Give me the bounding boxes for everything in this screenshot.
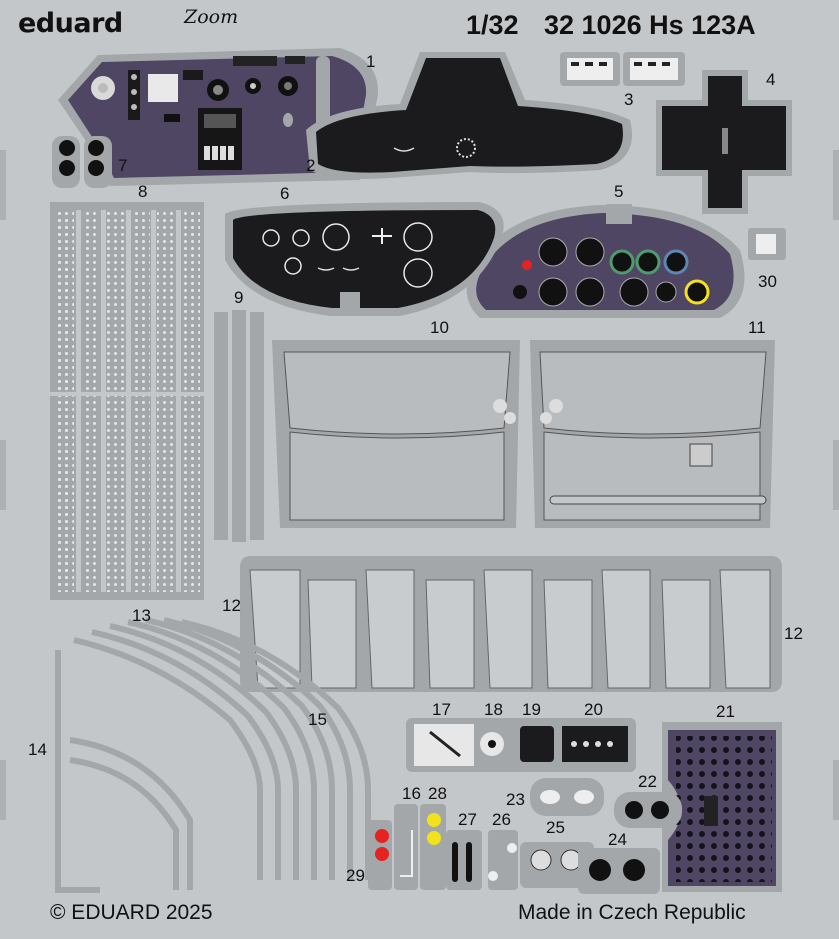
part-label: 3 [624,90,634,109]
part-label: 8 [138,182,148,201]
part-1-instrument-panel [58,48,379,186]
part-7-knobs [52,136,112,188]
part-label: 2 [306,156,316,175]
part-label: 25 [546,818,565,837]
part-label: 21 [716,702,735,721]
part-21-perforated-plate [662,722,782,892]
parts-17-20-small-panels [406,718,636,772]
part-5-instrument-panel [466,204,745,318]
part-label: 23 [506,790,525,809]
parts-13-15-curved-frames [55,617,371,893]
part-label: 18 [484,700,503,719]
part-label: 14 [28,740,47,759]
part-label: 15 [308,710,327,729]
origin-text: Made in Czech Republic [518,901,746,924]
part-4-cross-panel [656,70,792,214]
part-label: 24 [608,830,627,849]
copyright-text: © EDUARD 2025 [50,901,213,924]
part-label: 29 [346,866,365,885]
part-label: 17 [432,700,451,719]
part-label: 6 [280,184,290,203]
part-2-black-panel [306,52,632,179]
part-label: 28 [428,784,447,803]
frame-tabs [0,150,839,820]
part-label: 5 [614,182,624,201]
part-label: 1 [366,52,376,71]
part-3-switch-plates [560,52,685,86]
scale-label: 1/32 [466,10,519,40]
part-label: 30 [758,272,777,291]
product-code: 32 1026 Hs 123A [544,10,756,40]
part-label: 10 [430,318,449,337]
part-label: 12 [784,624,803,643]
part-label: 19 [522,700,541,719]
part-8-perforated-strips [50,202,204,600]
part-label: 27 [458,810,477,829]
brand-logo: eduard [18,8,123,39]
parts-10-11-large-panels [272,340,775,528]
part-label: 26 [492,810,511,829]
part-label: 9 [234,288,244,307]
part-label: 13 [132,606,151,625]
parts-22-30-small-items [368,228,786,894]
part-label: 11 [748,318,766,337]
part-label: 7 [118,156,128,175]
part-9-strips [214,310,264,542]
part-label: 4 [766,70,776,89]
part-6-instrument-panel [225,202,504,316]
part-label: 20 [584,700,603,719]
series-logo: Zoom [184,6,239,28]
part-12-row [240,556,782,692]
part-label: 12 [222,596,241,615]
part-label: 16 [402,784,421,803]
part-label: 22 [638,772,657,791]
